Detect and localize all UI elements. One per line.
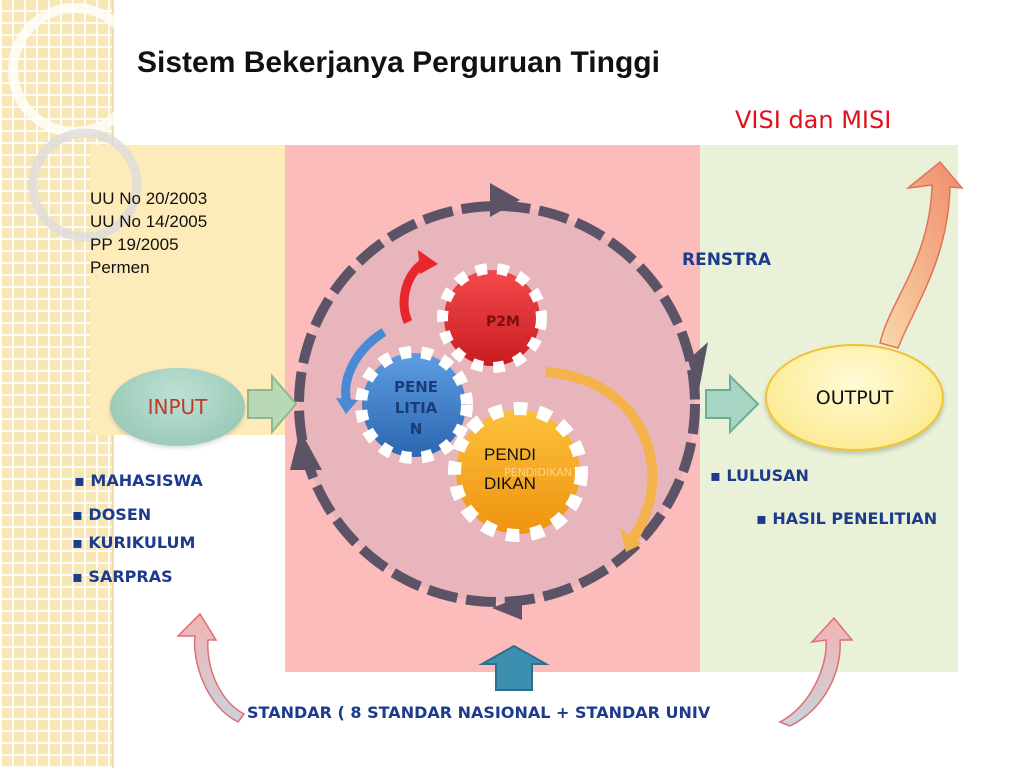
standar-to-output-arrow [780,618,852,726]
output-oval: OUTPUT [765,344,944,451]
input-item-mahasiswa: ▪ MAHASISWA [74,471,203,490]
input-item-sarpras: ▪ SARPRAS [72,567,173,586]
gear-pendidikan-label-line-1: PENDI [484,445,536,464]
decorative-ring-1 [13,8,137,132]
output-item-hasil-penelitian: ▪ HASIL PENELITIAN [756,509,937,528]
visi-misi-label: VISI dan MISI [735,106,891,134]
input-item-dosen: ▪ DOSEN [72,505,151,524]
output-label: OUTPUT [816,387,893,409]
legal-basis-item: PP 19/2005 [90,233,207,256]
legal-basis-item: UU No 20/2003 [90,187,207,210]
renstra-label: RENSTRA [682,250,771,270]
standar-to-input-arrow [178,614,244,722]
gear-penelitian-label-line-3: N [410,420,423,438]
output-flow-arrow [706,376,758,432]
input-label: INPUT [148,395,208,419]
legal-basis-list: UU No 20/2003 UU No 14/2005 PP 19/2005 P… [90,187,207,279]
gear-penelitian-label-line-1: PENE [394,378,438,396]
legal-basis-item: UU No 14/2005 [90,210,207,233]
legal-basis-item: Permen [90,256,207,279]
gear-penelitian-label-line-2: LITIA [395,399,438,417]
output-item-lulusan: ▪ LULUSAN [710,466,809,485]
input-oval: INPUT [110,368,245,446]
standar-up-arrow [482,646,546,690]
gear-pendidikan-label-line-2: DIKAN [484,474,536,493]
standar-label: STANDAR ( 8 STANDAR NASIONAL + STANDAR U… [247,703,710,722]
gear-p2m-label: P2M [486,314,520,330]
slide-title: Sistem Bekerjanya Perguruan Tinggi [137,46,660,80]
input-item-kurikulum: ▪ KURIKULUM [72,533,195,552]
output-to-visi-arrow [880,162,962,348]
input-flow-arrow [248,376,296,432]
